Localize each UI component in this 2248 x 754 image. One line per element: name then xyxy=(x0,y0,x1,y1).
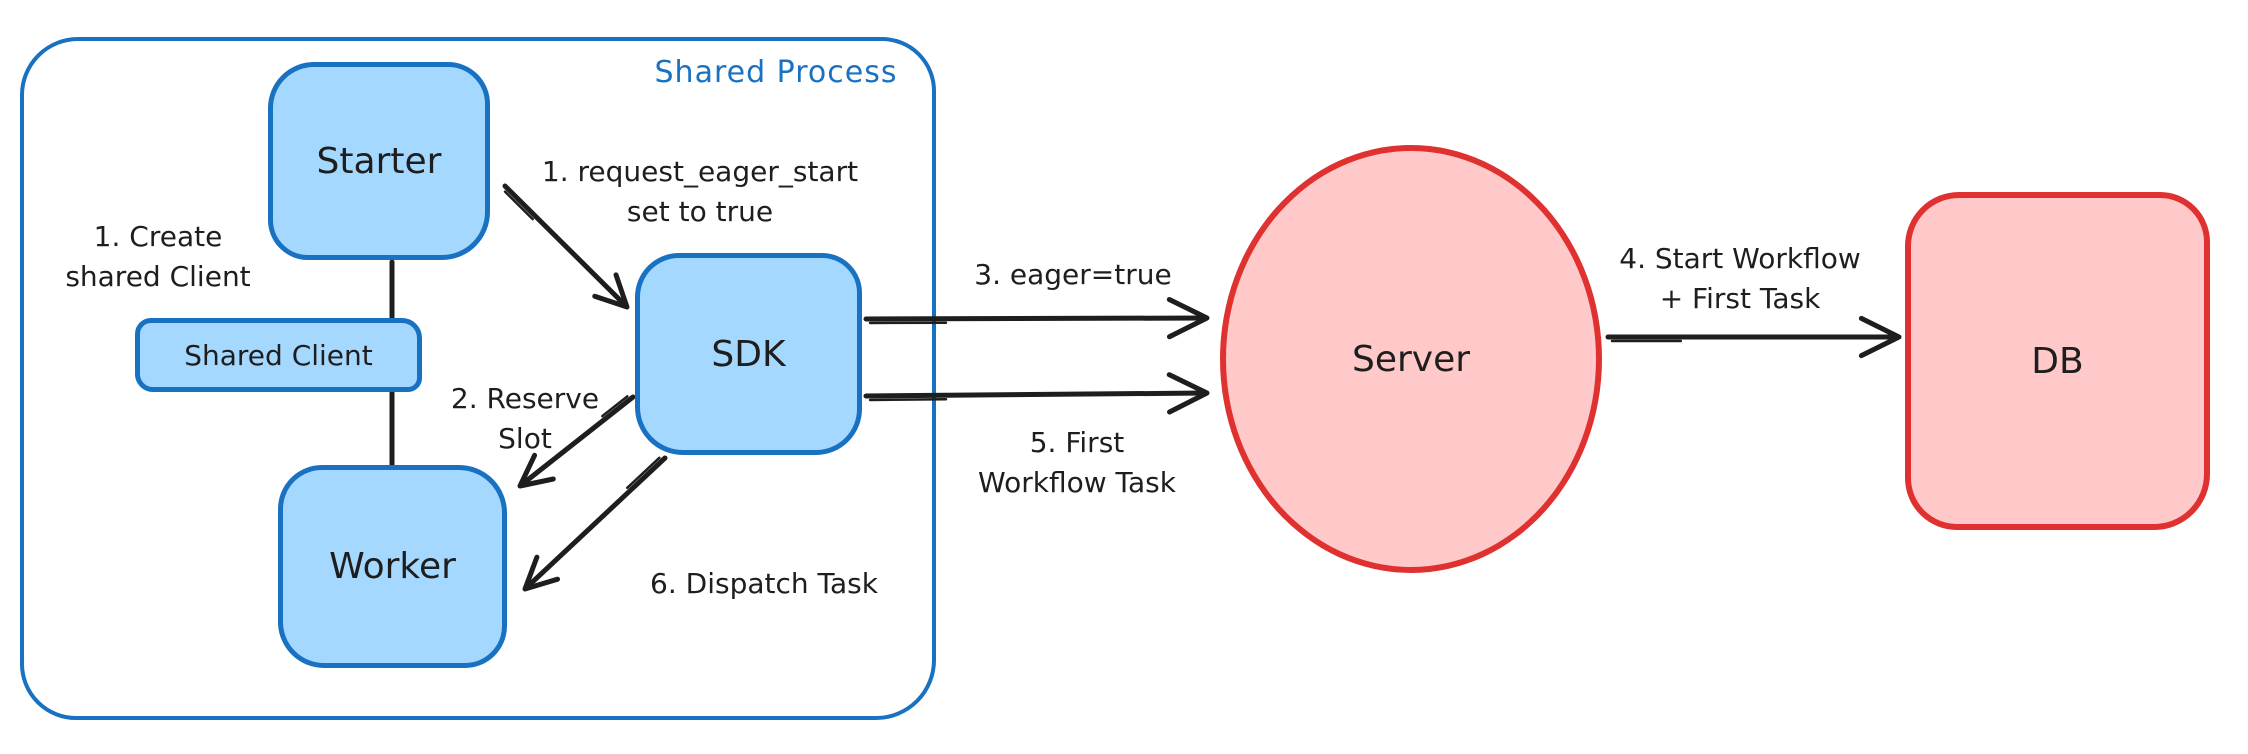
arrow-sdk-to-worker-dispatch-task-redraw xyxy=(626,456,661,490)
arrow-starter-to-sdk-head xyxy=(592,272,630,310)
annotation-line: set to true xyxy=(626,195,774,228)
node-starter-label: Starter xyxy=(316,140,442,182)
arrow-sdk-to-server-first-task-head xyxy=(1166,372,1210,415)
annotation-line: 6. Dispatch Task xyxy=(650,567,878,600)
annotation-line: shared Client xyxy=(65,260,251,293)
annotation-create-shared-client: 1. Create shared Client xyxy=(8,217,308,297)
node-server-label: Server xyxy=(1351,338,1471,380)
node-server: Server xyxy=(1220,145,1602,573)
annotation-reserve-slot: 2. Reserve Slot xyxy=(405,379,645,459)
annotation-line: 5. First xyxy=(1029,426,1125,459)
arrow-sdk-to-server-eager-head xyxy=(1166,296,1210,340)
arrow-sdk-to-worker-reserve-slot-redraw xyxy=(601,395,629,418)
node-db: DB xyxy=(1905,192,2210,530)
annotation-line: Slot xyxy=(498,422,552,455)
arrow-server-to-db-head xyxy=(1858,315,1902,359)
arrow-sdk-to-worker-dispatch-task-shaft xyxy=(524,455,668,590)
annotation-line: 1. Create xyxy=(93,220,223,253)
node-shared-client: Shared Client xyxy=(135,318,422,392)
node-worker-label: Worker xyxy=(329,546,456,587)
annotation-line: 3. eager=true xyxy=(974,258,1172,291)
arrow-starter-to-sdk-redraw xyxy=(503,190,534,221)
node-worker: Worker xyxy=(278,465,507,668)
arrow-sdk-to-worker-reserve-slot-shaft xyxy=(519,394,636,487)
node-sdk-label: SDK xyxy=(711,333,786,375)
annotation-line: + First Task xyxy=(1659,282,1821,315)
node-sdk: SDK xyxy=(635,253,862,455)
annotation-eager-true: 3. eager=true xyxy=(923,255,1223,295)
node-shared-client-label: Shared Client xyxy=(184,338,373,372)
shared-process-label: Shared Process xyxy=(654,55,898,90)
annotation-line: 1. request_eager_start xyxy=(541,155,859,188)
shared-process-container xyxy=(20,37,936,720)
arrow-sdk-to-worker-reserve-slot-head xyxy=(517,452,556,489)
arrow-sdk-to-server-first-task-redraw xyxy=(868,398,948,402)
annotation-line: 2. Reserve xyxy=(450,382,600,415)
arrow-sdk-to-server-eager-shaft xyxy=(863,315,1207,322)
annotation-start-workflow: 4. Start Workflow + First Task xyxy=(1580,239,1900,319)
node-db-label: DB xyxy=(2031,340,2084,382)
annotation-line: Workflow Task xyxy=(978,466,1176,499)
arrow-sdk-to-server-first-task-shaft xyxy=(863,390,1207,399)
annotation-first-workflow-task: 5. First Workflow Task xyxy=(917,423,1237,503)
annotation-line: 4. Start Workflow xyxy=(1619,242,1861,275)
arrow-starter-to-sdk-shaft xyxy=(502,183,628,308)
arrow-sdk-to-worker-dispatch-task-head xyxy=(522,554,561,592)
annotation-dispatch-task: 6. Dispatch Task xyxy=(614,564,914,604)
annotation-request-eager-start: 1. request_eager_start set to true xyxy=(510,152,890,232)
node-starter: Starter xyxy=(268,62,490,260)
